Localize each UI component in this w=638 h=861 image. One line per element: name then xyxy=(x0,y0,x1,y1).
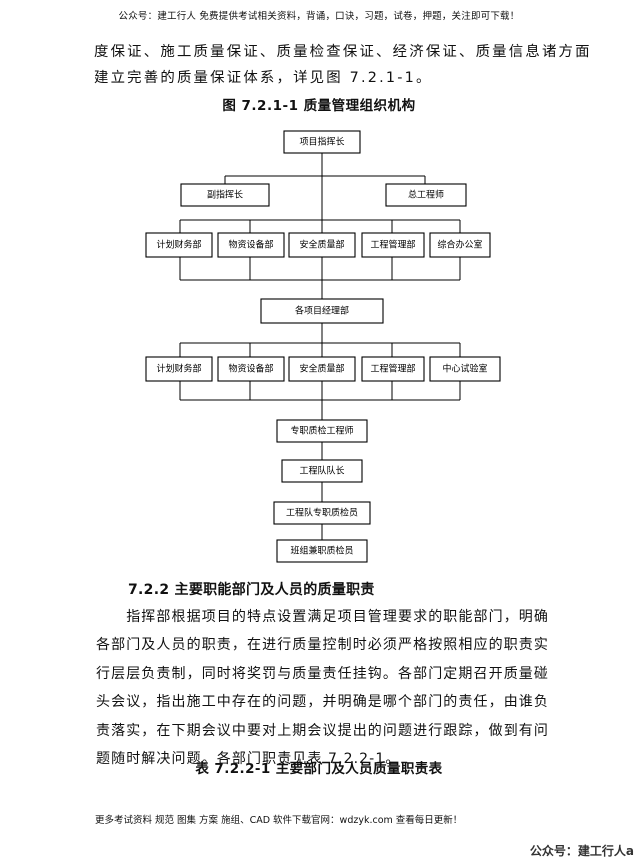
svg-text:项目指挥长: 项目指挥长 xyxy=(299,136,344,148)
svg-text:副指挥长: 副指挥长 xyxy=(207,189,243,201)
org-node-l3-safety-quality: 安全质量部 xyxy=(288,232,356,258)
org-node-team-leader: 工程队队长 xyxy=(281,459,363,483)
org-node-l3-general-office: 综合办公室 xyxy=(429,232,491,258)
org-node-l3-materials: 物资设备部 xyxy=(217,232,285,258)
svg-text:工程队专职质检员: 工程队专职质检员 xyxy=(286,507,358,519)
body-paragraph: 指挥部根据项目的特点设置满足项目管理要求的职能部门，明确 各部门及人员的职责，在… xyxy=(96,603,558,773)
body-line: 头会议，指出施工中存在的问题，并明确是哪个部门的责任，由谁负 xyxy=(96,694,549,711)
svg-text:专职质检工程师: 专职质检工程师 xyxy=(290,425,353,437)
org-node-deputy-commander: 副指挥长 xyxy=(180,183,270,207)
svg-text:工程管理部: 工程管理部 xyxy=(370,239,415,251)
org-node-project-commander: 项目指挥长 xyxy=(283,130,361,154)
org-node-quality-engineer: 专职质检工程师 xyxy=(276,419,368,443)
svg-text:中心试验室: 中心试验室 xyxy=(442,363,487,375)
org-node-l3-finance: 计划财务部 xyxy=(145,232,213,258)
section-title: 7.2.2 主要职能部门及人员的质量职责 xyxy=(128,582,375,598)
body-line: 各部门及人员的职责，在进行质量控制时必须严格按照相应的职责实 xyxy=(96,637,549,654)
org-node-l5-engineering: 工程管理部 xyxy=(361,356,425,382)
intro-line-1: 度保证、施工质量保证、质量检查保证、经济保证、质量信息诸方面 xyxy=(94,44,592,60)
org-node-team-quality-inspector: 工程队专职质检员 xyxy=(273,501,371,525)
svg-text:总工程师: 总工程师 xyxy=(408,189,444,201)
table-title: 表 7.2.2-1 主要部门及人员质量职责表 xyxy=(195,761,443,777)
svg-text:物资设备部: 物资设备部 xyxy=(228,363,273,375)
org-chart: 项目指挥长 副指挥长 总工程师 计划财务部 物资设备部 安全质量部 工程管理部 … xyxy=(145,130,501,563)
svg-text:计划财务部: 计划财务部 xyxy=(156,239,201,251)
watermark: 公众号：建工行人a xyxy=(529,844,634,858)
svg-text:班组兼职质检员: 班组兼职质检员 xyxy=(290,545,353,557)
svg-text:综合办公室: 综合办公室 xyxy=(437,239,482,251)
figure-title: 图 7.2.1-1 质量管理组织机构 xyxy=(222,98,416,114)
org-chart-connectors xyxy=(179,153,461,540)
intro-line-2: 建立完善的质量保证体系，详见图 7.2.1-1。 xyxy=(94,70,433,86)
svg-text:工程队队长: 工程队队长 xyxy=(299,465,344,477)
footer-note: 更多考试资料 规范 图集 方案 施组、CAD 软件下载官网：wdzyk.com … xyxy=(95,815,463,826)
svg-text:各项目经理部: 各项目经理部 xyxy=(295,305,349,317)
svg-text:计划财务部: 计划财务部 xyxy=(156,363,201,375)
body-line: 责落实，在下期会议中要对上期会议提出的问题进行跟踪，做到有问 xyxy=(96,722,549,739)
svg-text:物资设备部: 物资设备部 xyxy=(228,239,273,251)
org-node-crew-inspector: 班组兼职质检员 xyxy=(276,539,368,563)
org-node-l5-safety-quality: 安全质量部 xyxy=(288,356,356,382)
body-line: 指挥部根据项目的特点设置满足项目管理要求的职能部门，明确 xyxy=(96,609,549,625)
body-line: 行层层负责制，同时将奖罚与质量责任挂钩。各部门定期召开质量碰 xyxy=(96,665,549,682)
svg-text:工程管理部: 工程管理部 xyxy=(370,363,415,375)
org-node-l5-materials: 物资设备部 xyxy=(217,356,285,382)
svg-text:安全质量部: 安全质量部 xyxy=(299,239,344,251)
org-node-project-managers: 各项目经理部 xyxy=(260,298,384,324)
org-node-l3-engineering: 工程管理部 xyxy=(361,232,425,258)
org-node-l5-finance: 计划财务部 xyxy=(145,356,213,382)
svg-text:安全质量部: 安全质量部 xyxy=(299,363,344,375)
org-node-chief-engineer: 总工程师 xyxy=(385,183,467,207)
body-line: 题随时解决问题。各部门职责见表 7.2.2-1。 xyxy=(96,751,401,768)
org-node-l5-central-lab: 中心试验室 xyxy=(429,356,501,382)
page-header-note: 公众号：建工行人 免费提供考试相关资料，背诵，口诀，习题，试卷，押题，关注即可下… xyxy=(118,11,520,22)
